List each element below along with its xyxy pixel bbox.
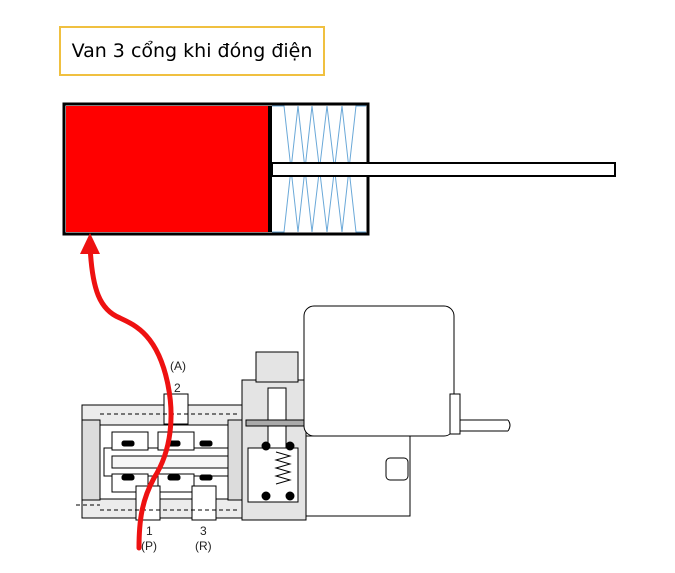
manual-override <box>449 393 461 435</box>
port-r <box>191 485 217 521</box>
cylinder <box>62 102 616 236</box>
pressurized-chamber <box>66 106 269 232</box>
diagram-title: Van 3 cổng khi đóng điện <box>59 26 325 76</box>
port-a-number: 2 <box>174 381 181 395</box>
port-a-label: (A) <box>170 359 186 373</box>
solenoid-coil <box>303 305 455 437</box>
port-p-label: (P) <box>141 539 157 553</box>
port-r-number: 3 <box>200 524 207 538</box>
piston-rod <box>271 162 616 177</box>
port-r-label: (R) <box>195 539 212 553</box>
solenoid-valve <box>76 305 511 521</box>
piston <box>268 106 272 232</box>
seals <box>121 440 213 481</box>
port-p-number: 1 <box>146 524 153 538</box>
pilot-spring <box>274 451 292 485</box>
port-a <box>163 393 189 425</box>
spool <box>111 455 231 469</box>
air-flow-arrow <box>80 233 174 551</box>
